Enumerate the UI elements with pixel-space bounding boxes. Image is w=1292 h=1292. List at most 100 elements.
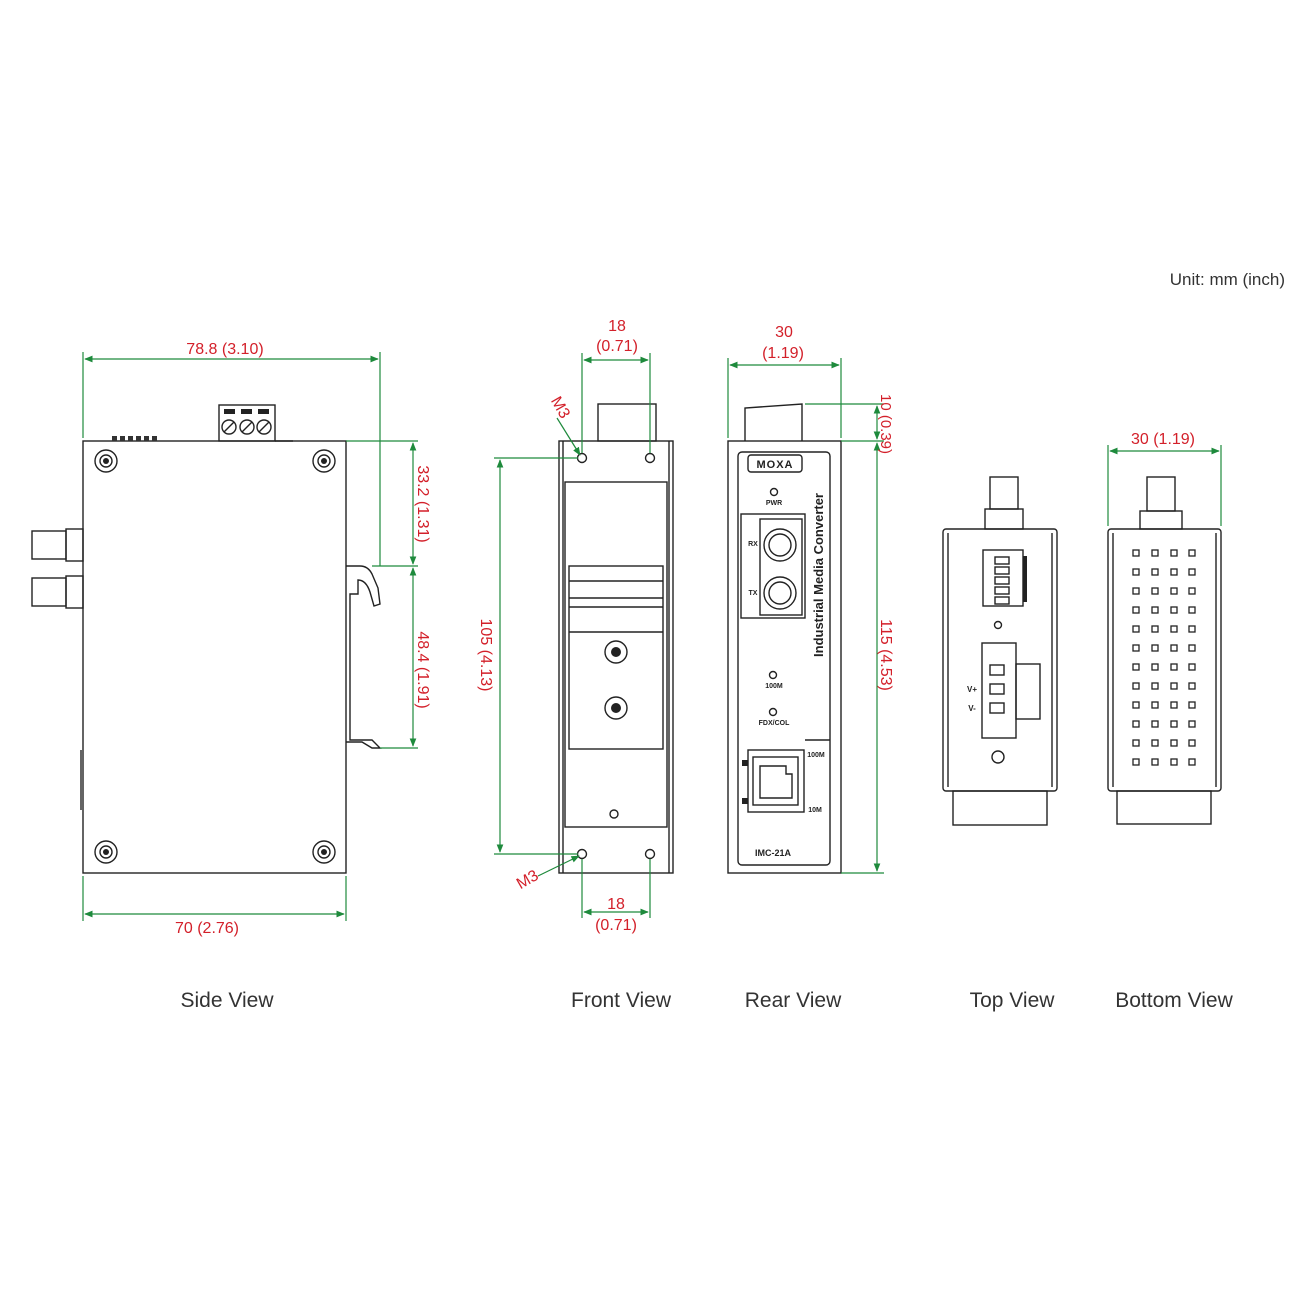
bottom-din-clip (1116, 790, 1212, 825)
front-bottom-value-label: 18 (607, 896, 625, 913)
v-plus-label: V+ (967, 685, 977, 694)
vent-slot (1188, 625, 1196, 633)
vent-slot (1170, 720, 1178, 728)
vent-slot (1132, 701, 1140, 709)
front-mount-hole (576, 452, 588, 464)
tx-connector (763, 576, 797, 610)
front-screw-bottom-label: M3 (514, 867, 542, 893)
bottom-width-label: 30 (1.19) (1131, 431, 1195, 448)
vent-slot (1170, 606, 1178, 614)
fiber-port-frame (740, 513, 806, 619)
unit-label: Unit: mm (inch) (1170, 270, 1285, 289)
side-screw (312, 840, 336, 864)
vent-slot (1132, 625, 1140, 633)
top-power-terminal (981, 642, 1041, 739)
rear-terminal-block (744, 403, 803, 441)
vent-slot (1132, 606, 1140, 614)
front-mount-hole (644, 848, 656, 860)
side-view-title: Side View (180, 989, 274, 1012)
vent-slot (1132, 758, 1140, 766)
vent-slot (1188, 644, 1196, 652)
vent-slot (1151, 549, 1159, 557)
bottom-fiber-connector (1146, 476, 1176, 512)
pwr-led (769, 487, 779, 497)
side-width-top-label: 78.8 (3.10) (186, 341, 263, 358)
vent-slot (1170, 739, 1178, 747)
vent-slot (1188, 758, 1196, 766)
rx-label: RX (748, 541, 758, 548)
vent-slot (1132, 644, 1140, 652)
side-screw (94, 840, 118, 864)
vent-slot (1132, 720, 1140, 728)
top-fiber-connector (989, 476, 1019, 510)
vent-slot (1170, 625, 1178, 633)
top-dip-switch (982, 549, 1027, 607)
vent-slot (1151, 568, 1159, 576)
side-dip-switch (112, 436, 157, 441)
port-10m-label: 10M (808, 807, 822, 814)
vent-slot (1170, 758, 1178, 766)
front-bottom-inch-label: (0.71) (595, 917, 637, 934)
vent-slot (1151, 587, 1159, 595)
top-view: V+ V- (942, 476, 1058, 826)
front-din-rail (568, 565, 664, 750)
pwr-led-label: PWR (766, 500, 782, 507)
rj45-port (742, 749, 805, 813)
vent-slot (1151, 720, 1159, 728)
vent-slot (1170, 663, 1178, 671)
side-screw (312, 449, 336, 473)
vent-slot (1132, 587, 1140, 595)
front-height-label: 105 (4.13) (477, 619, 494, 692)
vent-slot (1132, 568, 1140, 576)
vent-slot (1188, 739, 1196, 747)
front-screw (604, 640, 628, 664)
side-terminal-block (218, 404, 293, 442)
vent-slot (1151, 644, 1159, 652)
side-width-bottom-label: 70 (2.76) (175, 920, 239, 937)
front-terminal-block (597, 403, 657, 442)
rear-label-panel (737, 451, 831, 866)
din-rail-clip (346, 565, 382, 749)
moxa-logo: MOXA (757, 459, 794, 471)
vent-slot (1170, 568, 1178, 576)
vent-slot (1188, 549, 1196, 557)
rx-connector (763, 528, 797, 562)
vent-slot (1188, 587, 1196, 595)
port-100m-label: 100M (807, 752, 825, 759)
vent-slot (1188, 568, 1196, 576)
fiber-port (759, 518, 803, 616)
tx-label: TX (749, 590, 758, 597)
vent-slot (1170, 587, 1178, 595)
vent-slot (1151, 606, 1159, 614)
model-label: IMC-21A (755, 848, 792, 858)
front-screw (604, 696, 628, 720)
vent-slot (1151, 625, 1159, 633)
rear-product-name: Industrial Media Converter (811, 493, 826, 657)
front-mount-hole (576, 848, 588, 860)
vent-slot (1132, 682, 1140, 690)
vent-slot (1170, 549, 1178, 557)
vent-slot (1170, 701, 1178, 709)
led-fdx (768, 707, 778, 717)
front-screw-top-label: M3 (547, 394, 573, 422)
front-top-inch-label: (0.71) (596, 338, 638, 355)
bottom-body (1107, 528, 1222, 792)
side-fiber-connector (31, 575, 84, 609)
front-body (558, 440, 674, 874)
led-fdx-label: FDX/COL (759, 720, 790, 727)
side-lower-height-label: 48.4 (1.91) (414, 631, 431, 708)
rear-view: MOXA Industrial Media Converter PWR RX T… (727, 324, 894, 874)
rear-top-height-label: 10 (0.39) (877, 394, 894, 454)
vent-slot (1170, 644, 1178, 652)
side-view: 78.8 (3.10) 70 (2.76) 33.2 (1.31) 48.4 (… (31, 341, 431, 937)
led-100m (768, 670, 778, 680)
front-top-value-label: 18 (608, 318, 626, 335)
vent-slot (1151, 663, 1159, 671)
front-din-plate (564, 481, 668, 828)
vent-slot (1132, 739, 1140, 747)
top-din-clip (952, 790, 1048, 826)
rear-width-value-label: 30 (775, 324, 793, 341)
bottom-vent-grid (1132, 549, 1196, 766)
vent-slot (1188, 663, 1196, 671)
